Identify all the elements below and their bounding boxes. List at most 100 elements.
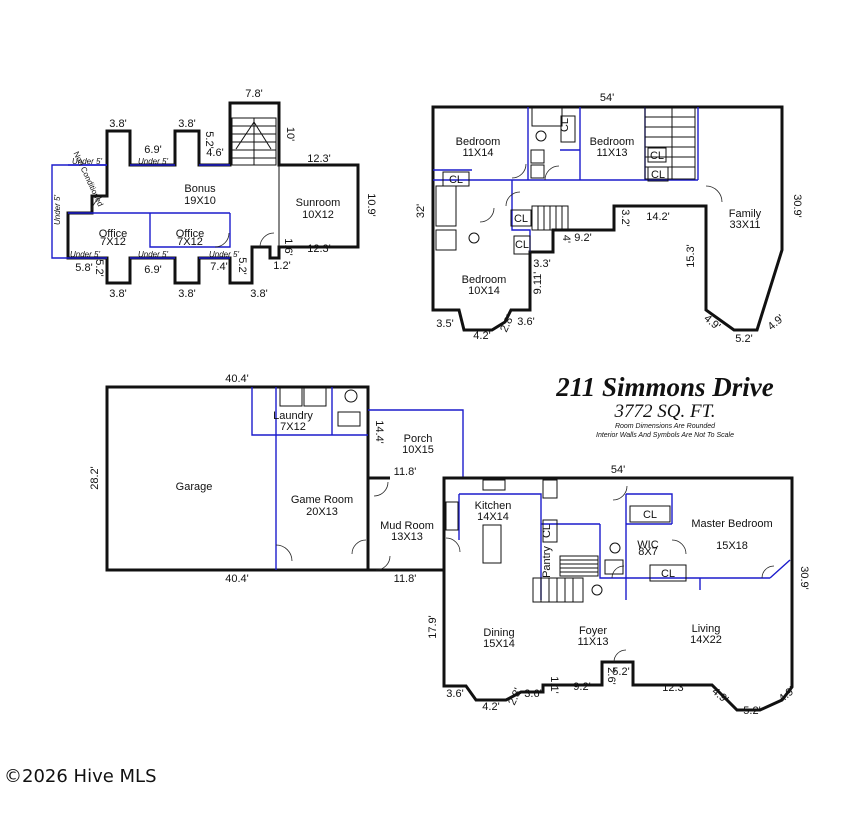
dim-label: 4' [560, 235, 572, 243]
room-size: 7X12 [280, 421, 306, 433]
dim-label: 10.9' [365, 193, 377, 217]
dim-label: 7.8' [245, 88, 262, 100]
closet-label: CL [559, 118, 571, 132]
room-size: 7X12 [177, 236, 203, 248]
dim-label: 17.9' [427, 615, 439, 639]
under5-label: Under 5' [53, 195, 62, 225]
dim-label: 30.9' [791, 194, 803, 218]
room-size: 13X13 [391, 531, 423, 543]
dim-label: 5.2' [93, 259, 105, 276]
dim-label: 9.11' [532, 272, 544, 295]
dim-label: 5.2' [743, 705, 760, 717]
dim-label: 2.6' [605, 667, 617, 684]
dim-label: 3.6' [446, 688, 463, 700]
dim-label: 9.2' [574, 232, 591, 244]
upper-stairs [531, 106, 696, 231]
room-size: 15X14 [483, 638, 515, 650]
range [445, 501, 459, 531]
dim-label: 15.3' [685, 244, 697, 268]
room-name: Garage [176, 481, 213, 493]
dim-label: 4.9' [709, 686, 730, 706]
closet-label: CL [515, 239, 529, 251]
toilet [609, 542, 621, 554]
under5-lines [68, 164, 230, 259]
main-interior-walls [458, 493, 791, 600]
sink [435, 229, 457, 251]
room-name: Bedroom [590, 136, 635, 148]
upper-exterior-wall [431, 105, 784, 332]
dim-label: 28.2' [89, 466, 101, 490]
dim-label: 5.8' [75, 262, 92, 274]
room-size: 10X14 [468, 285, 500, 297]
dim-label: 30.9' [798, 566, 810, 590]
garage-interior [251, 387, 368, 570]
dim-label: 10' [284, 127, 296, 141]
sink [530, 149, 545, 164]
toilet [468, 232, 480, 244]
room-size: 14X14 [477, 511, 509, 523]
room-size: 8X7 [638, 546, 658, 558]
dim-label: 4.6' [206, 147, 223, 159]
under5-label: Under 5' [138, 157, 168, 166]
sink [337, 411, 361, 427]
bathtub [435, 185, 457, 227]
dim-label: 4.2' [482, 701, 499, 713]
dim-label: 12.3' [662, 682, 686, 694]
dim-label: 12.3' [307, 243, 331, 255]
washer [279, 387, 303, 407]
dim-label: 3.5' [436, 318, 453, 330]
dim-label: 5.2' [203, 131, 215, 148]
dim-label: 3.8' [109, 288, 126, 300]
room-size: 11X14 [463, 147, 494, 159]
room-name: Mud Room [380, 520, 434, 532]
dim-label: 1.2' [273, 260, 290, 272]
room-name: Office [176, 228, 205, 240]
main-level: CL CL CL Garage Laundry 7X12 Game Room 2… [89, 373, 810, 717]
office-walls [68, 212, 231, 248]
toilet [591, 584, 603, 596]
dim-label: 2.8' [506, 686, 524, 707]
note-line: Room Dimensions Are Rounded [614, 423, 716, 430]
bonus-level: Bonus 19X10 Sunroom 10X12 Office 7X12 Of… [51, 88, 377, 300]
toilet [344, 389, 358, 403]
dim-label: 3.8' [178, 288, 195, 300]
dim-label: 3.8' [178, 118, 195, 130]
dim-label: 40.4' [225, 573, 249, 585]
upper-level: CL CL CL CL CL CL Bedroom 11X14 Bedroom … [415, 92, 803, 345]
room-size: 7X12 [100, 236, 126, 248]
dim-label: 3.6' [517, 316, 534, 328]
room-name: Kitchen [475, 500, 512, 512]
dim-label: 3.6' [524, 688, 541, 700]
fridge [542, 479, 558, 499]
under5-label: Under 5' [209, 250, 239, 259]
room-name: Living [692, 623, 721, 635]
room-size: 11X13 [578, 636, 609, 648]
dim-label: 11.8' [394, 466, 417, 478]
dim-label: 54' [600, 92, 614, 104]
main-stairs [532, 555, 599, 603]
toilet [535, 130, 547, 142]
room-name: Sunroom [296, 197, 341, 209]
dim-label: 3.8' [250, 288, 267, 300]
bathtub [531, 107, 563, 127]
dim-label: 2.8' [498, 313, 516, 334]
dim-label: 6.9' [144, 264, 161, 276]
dim-label: 1.6' [282, 238, 294, 255]
note-line: Interior Walls And Symbols Are Not To Sc… [596, 432, 734, 439]
room-size: 15X18 [716, 540, 748, 552]
bonus-stairs [231, 117, 277, 166]
title-block: 211 Simmons Drive 3772 SQ. FT. Room Dime… [520, 372, 810, 440]
room-size: 20X13 [306, 506, 338, 518]
room-name: Bedroom [462, 274, 507, 286]
dim-label: 5.2' [236, 257, 248, 274]
dim-label: 6.9' [144, 144, 161, 156]
room-size: 14X22 [690, 634, 722, 646]
room-name: Foyer [579, 625, 607, 637]
dim-label: 3.8' [109, 118, 126, 130]
closet-label: CL [651, 169, 665, 181]
under5-label: Under 5' [138, 250, 168, 259]
room-name: Master Bedroom [691, 518, 772, 530]
closet-label: CL [514, 213, 528, 225]
room-name: Pantry [541, 546, 553, 578]
